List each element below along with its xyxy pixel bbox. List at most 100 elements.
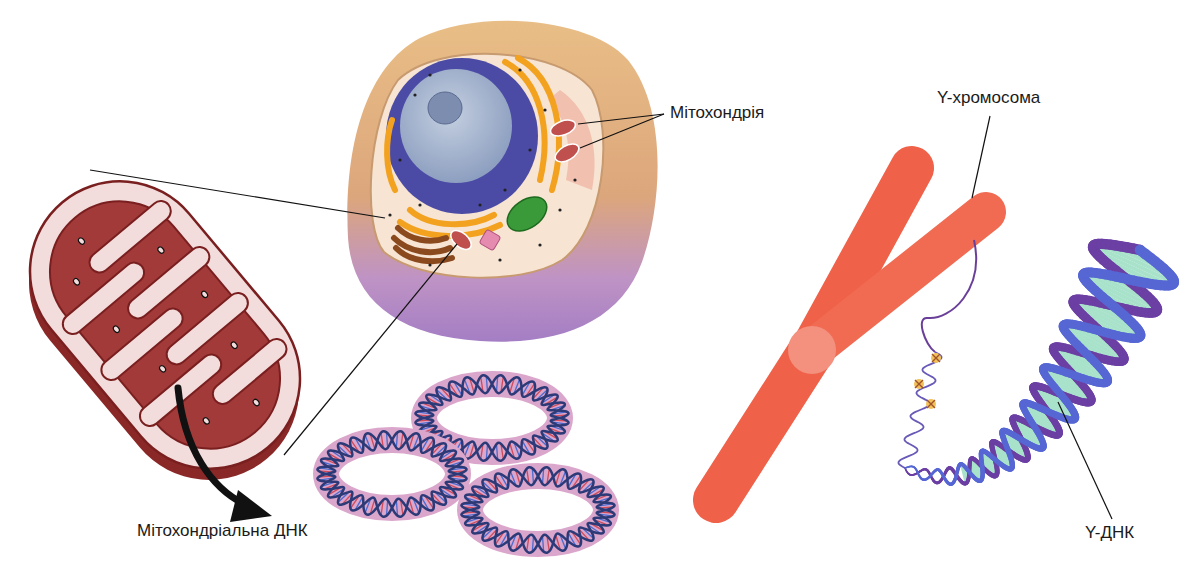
dna-helix [917, 472, 919, 475]
dna-thread [932, 354, 940, 362]
dna-thread [927, 400, 935, 408]
dna-helix [925, 468, 928, 471]
mitochondrion-illustration [157, 246, 165, 255]
dna-helix [973, 459, 982, 479]
mitochondrion-illustration [0, 145, 342, 517]
dna-helix [912, 466, 914, 468]
dna-helix [905, 467, 907, 469]
cell-illustration [548, 117, 577, 139]
mtdna-ring [326, 440, 458, 508]
dna-helix [944, 470, 948, 474]
dna-helix [925, 468, 928, 470]
dna-helix [906, 472, 908, 474]
mitochondrion-illustration [77, 237, 85, 246]
dna-helix [906, 471, 908, 473]
mtdna-ring [461, 467, 614, 552]
dna-helix [905, 470, 907, 472]
dna-helix [923, 479, 926, 481]
dna-helix [931, 478, 934, 481]
mitochondrion-illustration [112, 325, 120, 334]
cell-illustration [543, 108, 546, 111]
dna-helix [930, 472, 933, 475]
dna-helix [911, 474, 913, 476]
dna-thread [922, 240, 976, 352]
cell-illustration [371, 54, 604, 278]
dna-helix [906, 466, 908, 468]
dna-helix [914, 473, 917, 475]
mtdna-ring [461, 467, 614, 552]
callout-label: Мітохондріальна ДНК [137, 521, 308, 541]
dna-thread [899, 240, 977, 468]
mitochondrion-illustration [209, 335, 291, 408]
dna-helix [921, 478, 924, 480]
mitochondrion-illustration [202, 417, 210, 426]
dna-helix [911, 466, 913, 468]
dna-helix [1140, 250, 1145, 254]
dna-helix [1109, 244, 1165, 269]
cell-illustration [503, 188, 506, 191]
dna-helix [905, 469, 907, 471]
leader-line [578, 114, 1112, 519]
dna-helix [925, 478, 928, 481]
dna-helix [1095, 302, 1128, 319]
mtdna-ring [415, 375, 568, 460]
dna-helix [922, 478, 925, 480]
mtdna-ring [317, 431, 466, 516]
dna-helix [914, 473, 917, 475]
mitochondrion-illustration [200, 290, 208, 299]
dna-helix [914, 467, 916, 469]
mitochondrion-illustration [230, 341, 238, 350]
mitochondrion-illustration [252, 398, 260, 407]
dna-helix [976, 460, 983, 476]
dna-helix [927, 476, 930, 479]
dna-helix [924, 478, 927, 480]
dna-helix [905, 244, 1174, 484]
dna-helix [922, 468, 925, 470]
dna-helix [907, 473, 909, 475]
cell-illustration [388, 68, 576, 266]
dna-helix [916, 471, 918, 474]
cell-illustration [413, 93, 416, 96]
dna-helix [916, 472, 919, 474]
cell-illustration [538, 243, 541, 246]
mtdna-ring [317, 431, 466, 516]
dna-thread [915, 380, 923, 388]
dna-helix [921, 469, 924, 471]
mitochondrion-illustration [21, 173, 308, 477]
mtdna-ring [415, 375, 568, 460]
dna-helix [924, 468, 927, 470]
dna-helix [1033, 389, 1072, 420]
cell-illustration [528, 148, 531, 151]
dna-helix [932, 471, 935, 474]
dna-helix [945, 469, 949, 473]
dna-helix [928, 471, 931, 474]
dna-helix [930, 473, 933, 476]
dna-helix [926, 469, 929, 472]
chromosome-illustration [716, 350, 812, 500]
dna-helix [937, 468, 940, 471]
dna-helix [931, 472, 934, 475]
callout-label: Y-хромосома [937, 88, 1040, 108]
dna-helix [919, 476, 922, 479]
dna-helix [1093, 246, 1174, 283]
cell-illustration [558, 208, 561, 211]
cell-illustration [410, 210, 494, 224]
dna-helix [907, 472, 909, 474]
chromosome-illustration [812, 212, 986, 350]
dna-helix [932, 478, 935, 481]
dna-helix [957, 465, 961, 470]
cell-illustration [400, 69, 512, 183]
cell-illustration [501, 190, 553, 238]
dna-helix [905, 468, 907, 470]
dna-helix [1053, 349, 1106, 382]
dna-helix [950, 467, 954, 471]
mitochondrion-illustration [59, 259, 148, 339]
dna-helix [916, 469, 918, 472]
dna-helix [1083, 277, 1155, 313]
dna-helix [907, 466, 909, 468]
mtdna-ring [470, 476, 606, 544]
dna-helix [924, 478, 927, 481]
dna-thread [899, 352, 942, 468]
mitochondrion-illustration [158, 365, 166, 374]
